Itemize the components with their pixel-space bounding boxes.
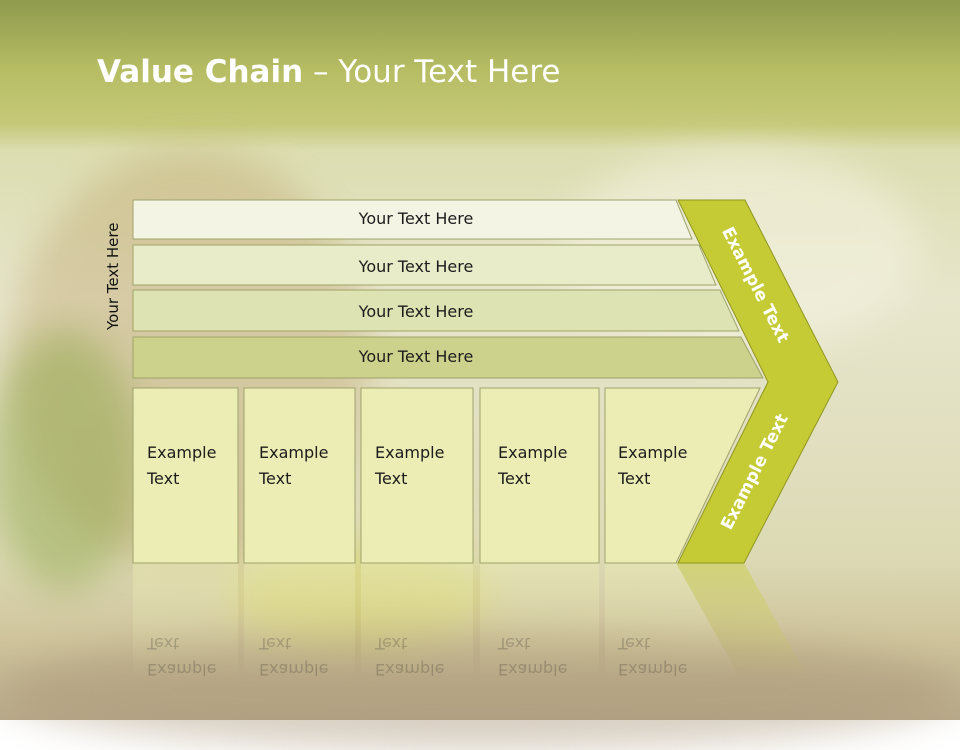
box-reflection (605, 563, 740, 678)
box-5-line2: Text (618, 469, 651, 488)
row-1-label: Your Text Here (358, 209, 474, 228)
box-2-reflection-text: Example Text (259, 630, 328, 682)
box-3-shape (360, 387, 474, 564)
row-4-shape (132, 336, 764, 379)
box-1-label: Example Text (147, 440, 216, 492)
box-1-refl-line2: Text (147, 634, 180, 653)
box-5-refl-line2: Text (618, 634, 651, 653)
box-3-reflection-text: Example Text (375, 630, 444, 682)
row-3-shape (132, 289, 740, 332)
row-2-label: Your Text Here (358, 257, 474, 276)
box-4-label: Example Text (498, 440, 567, 492)
box-reflection (480, 563, 599, 678)
row-3-label: Your Text Here (358, 302, 474, 321)
chevron-shape (677, 199, 839, 564)
box-2-line2: Text (259, 469, 292, 488)
box-5-reflection-text: Example Text (618, 630, 687, 682)
title-bold: Value Chain (97, 54, 304, 90)
box-1-refl-line1: Example (147, 660, 217, 679)
box-2-line1: Example (259, 443, 329, 462)
title-rest: – Your Text Here (303, 54, 561, 90)
row-2-shape (132, 244, 717, 286)
chevron-reflection (676, 563, 808, 678)
box-3-refl-line1: Example (375, 660, 445, 679)
box-3-line1: Example (375, 443, 445, 462)
box-2-refl-line1: Example (259, 660, 329, 679)
box-5-label: Example Text (618, 440, 687, 492)
box-1-reflection-text: Example Text (147, 630, 216, 682)
box-3-line2: Text (375, 469, 408, 488)
value-chain-diagram (132, 199, 839, 678)
row-4-label: Your Text Here (358, 347, 474, 366)
box-reflection (244, 563, 355, 678)
leaf-shape (0, 330, 140, 590)
box-5-line1: Example (618, 443, 688, 462)
box-5-refl-line1: Example (618, 660, 688, 679)
box-3-refl-line2: Text (375, 634, 408, 653)
box-3-label: Example Text (375, 440, 444, 492)
box-2-label: Example Text (259, 440, 328, 492)
slide-title: Value Chain – Your Text Here (97, 54, 560, 90)
box-4-shape (479, 387, 600, 564)
box-4-refl-line2: Text (498, 634, 531, 653)
box-1-line2: Text (147, 469, 180, 488)
box-2-refl-line2: Text (259, 634, 292, 653)
box-4-refl-line1: Example (498, 660, 568, 679)
box-4-line1: Example (498, 443, 568, 462)
reflection-group (133, 563, 808, 678)
box-4-line2: Text (498, 469, 531, 488)
box-1-shape (132, 387, 239, 564)
box-4-reflection-text: Example Text (498, 630, 567, 682)
box-2-shape (243, 387, 356, 564)
box-5-shape (604, 387, 761, 564)
box-1-line1: Example (147, 443, 217, 462)
box-reflection (133, 563, 238, 678)
row-1-shape (132, 199, 693, 240)
box-reflection (361, 563, 473, 678)
